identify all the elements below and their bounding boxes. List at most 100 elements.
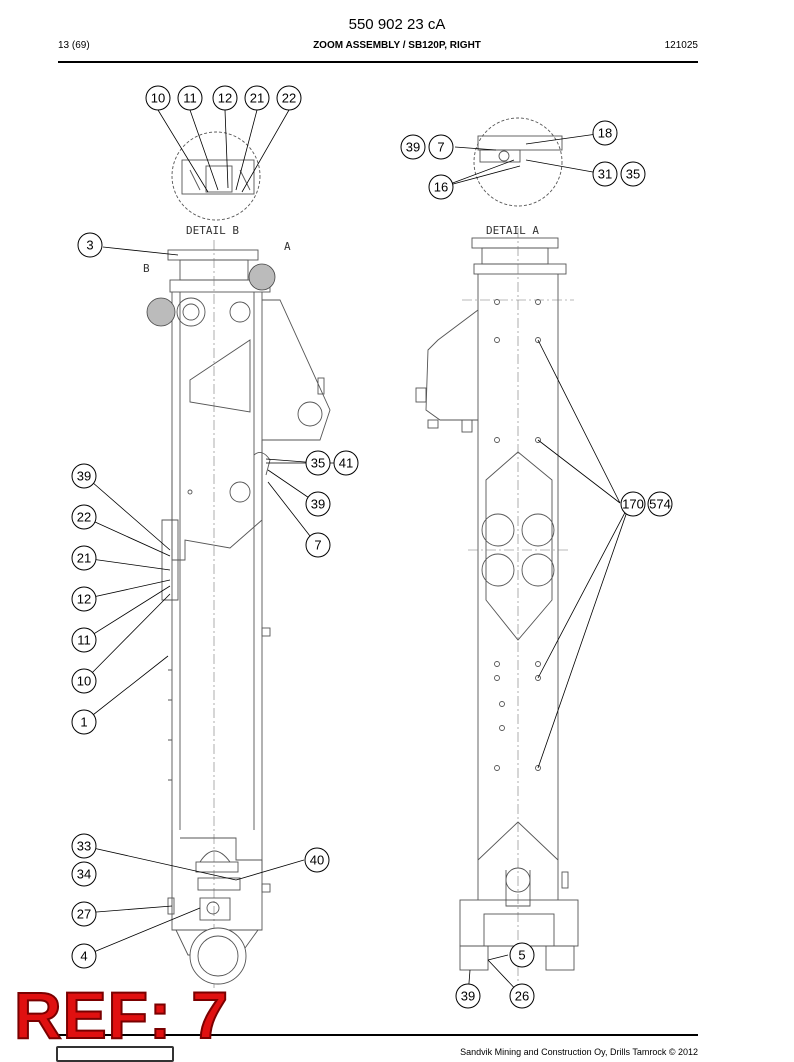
callout-35: 35 bbox=[620, 161, 646, 187]
callout-number: 41 bbox=[339, 456, 353, 471]
detail-a-inset: DETAIL A bbox=[473, 117, 563, 237]
callout-circle bbox=[145, 85, 171, 111]
callout-34: 34 bbox=[71, 861, 97, 887]
footer-copyright: Sandvik Mining and Construction Oy, Dril… bbox=[460, 1047, 698, 1057]
callout-number: 35 bbox=[311, 456, 325, 471]
callout-35: 35 bbox=[305, 450, 331, 476]
callout-number: 39 bbox=[406, 140, 420, 155]
detail-a-marker: A bbox=[284, 240, 291, 253]
reference-stamp: REF: 7 bbox=[13, 978, 230, 1052]
right-boom-view bbox=[415, 228, 579, 990]
callout-circle bbox=[77, 232, 103, 258]
callout-circle bbox=[177, 85, 203, 111]
callout-574: 574 bbox=[647, 491, 673, 517]
callout-39: 39 bbox=[400, 134, 426, 160]
callout-circle bbox=[305, 450, 331, 476]
callout-circle bbox=[71, 861, 97, 887]
left-boom-view: DETAIL B A B bbox=[143, 224, 331, 990]
callout-10: 10 bbox=[71, 668, 97, 694]
callout-21: 21 bbox=[244, 85, 270, 111]
callout-circle bbox=[71, 627, 97, 653]
callout-number: 33 bbox=[77, 839, 91, 854]
callout-number: 22 bbox=[282, 91, 296, 106]
detail-b-title: DETAIL B bbox=[186, 224, 239, 237]
callout-number: 18 bbox=[598, 126, 612, 141]
callout-circle bbox=[71, 709, 97, 735]
callout-7: 7 bbox=[305, 532, 331, 558]
callout-number: 12 bbox=[218, 91, 232, 106]
header-divider bbox=[58, 61, 698, 63]
callout-5: 5 bbox=[509, 942, 535, 968]
callout-21: 21 bbox=[71, 545, 97, 571]
callout-22: 22 bbox=[276, 85, 302, 111]
callout-1: 1 bbox=[71, 709, 97, 735]
callout-circle bbox=[333, 450, 359, 476]
section-title: ZOOM ASSEMBLY / SB120P, RIGHT bbox=[313, 40, 481, 51]
callout-number: 22 bbox=[77, 510, 91, 525]
callout-circle bbox=[276, 85, 302, 111]
callout-circle bbox=[305, 532, 331, 558]
callout-number: 10 bbox=[77, 674, 91, 689]
callout-circle bbox=[71, 668, 97, 694]
callout-circle bbox=[244, 85, 270, 111]
callout-number: 27 bbox=[77, 907, 91, 922]
callout-circle bbox=[592, 120, 618, 146]
callout-circle bbox=[71, 833, 97, 859]
callout-40: 40 bbox=[304, 847, 330, 873]
callout-circle bbox=[509, 983, 535, 1009]
callout-circle bbox=[305, 491, 331, 517]
callout-circle bbox=[212, 85, 238, 111]
callout-circle bbox=[71, 504, 97, 530]
detail-b-inset bbox=[171, 131, 261, 221]
callout-3: 3 bbox=[77, 232, 103, 258]
detail-a-title: DETAIL A bbox=[486, 224, 539, 237]
callout-circle bbox=[455, 983, 481, 1009]
callout-circle bbox=[71, 943, 97, 969]
callout-number: 21 bbox=[250, 91, 264, 106]
callout-number: 35 bbox=[626, 167, 640, 182]
callout-number: 26 bbox=[515, 989, 529, 1004]
callout-33: 33 bbox=[71, 833, 97, 859]
callout-number: 11 bbox=[77, 633, 91, 648]
callout-number: 11 bbox=[183, 91, 197, 106]
callout-circle bbox=[592, 161, 618, 187]
callout-circle bbox=[71, 901, 97, 927]
document-date-code: 121025 bbox=[664, 40, 698, 51]
callout-12: 12 bbox=[71, 586, 97, 612]
callout-number: 39 bbox=[461, 989, 475, 1004]
callout-11: 11 bbox=[177, 85, 203, 111]
callout-7: 7 bbox=[428, 134, 454, 160]
callout-11: 11 bbox=[71, 627, 97, 653]
callout-circle bbox=[428, 174, 454, 200]
callout-number: 7 bbox=[314, 538, 321, 553]
callout-number: 5 bbox=[518, 948, 525, 963]
callout-31: 31 bbox=[592, 161, 618, 187]
callout-41: 41 bbox=[333, 450, 359, 476]
callout-39: 39 bbox=[71, 463, 97, 489]
callout-circle bbox=[647, 491, 673, 517]
callout-number: 39 bbox=[311, 497, 325, 512]
callout-27: 27 bbox=[71, 901, 97, 927]
callout-number: 170 bbox=[622, 497, 644, 512]
callout-circle bbox=[71, 463, 97, 489]
callout-circle bbox=[71, 586, 97, 612]
callout-circle bbox=[304, 847, 330, 873]
document-number: 550 902 23 cA bbox=[348, 16, 446, 33]
callout-10: 10 bbox=[145, 85, 171, 111]
leader-lines bbox=[83, 109, 631, 997]
callout-number: 21 bbox=[77, 551, 91, 566]
callout-number: 12 bbox=[77, 592, 91, 607]
callout-circle bbox=[71, 545, 97, 571]
callout-number: 34 bbox=[77, 867, 91, 882]
callout-circle bbox=[428, 134, 454, 160]
callout-number: 4 bbox=[80, 949, 87, 964]
callout-circle bbox=[400, 134, 426, 160]
page-counter: 13 (69) bbox=[58, 40, 90, 51]
callout-bubbles: 10 11 12 21 22 39 7 18 31 35 16 3 35 41 … bbox=[71, 85, 673, 1009]
callout-22: 22 bbox=[71, 504, 97, 530]
callout-circle bbox=[620, 161, 646, 187]
callout-16: 16 bbox=[428, 174, 454, 200]
callout-number: 7 bbox=[437, 140, 444, 155]
callout-number: 40 bbox=[310, 853, 324, 868]
callout-170: 170 bbox=[620, 491, 646, 517]
